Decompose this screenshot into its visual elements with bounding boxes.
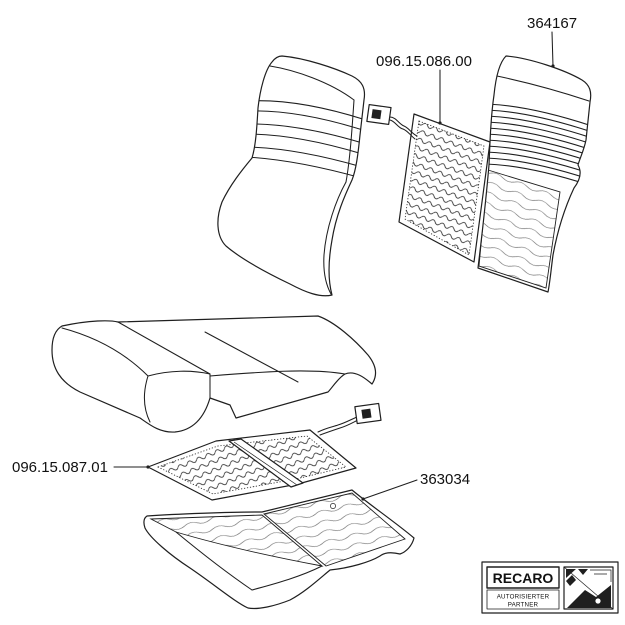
foam-rib [483,121,591,147]
backrest-rib [245,123,365,147]
backrest-bolster-edge [323,181,347,295]
seat-roll-top-edge [117,321,211,375]
part-number-text: 364167 [527,15,577,32]
leader-dot [146,465,150,469]
seat-center-seam [204,331,299,383]
seat-foam-rear-quilt [263,492,406,567]
part-label-backrest-heating-pad: 096.15.086.00 [376,53,472,125]
logo-partner-line1: AUTORISIERTER [497,594,550,601]
logo-brand-box [486,566,560,589]
leader-line [551,31,554,67]
seat-foam-marker [330,503,336,509]
backrest-foam [477,55,592,293]
part-number-text: 363034 [420,471,470,488]
logo-emblem-wheel [594,597,602,605]
backrest-foam-top-edge [496,75,590,102]
part-label-seat-foam: 363034 [361,471,470,501]
logo-partner-line2: PARTNER [508,602,539,609]
connector-wire [317,416,358,433]
connector-wire [319,419,359,436]
connector-plug-socket [371,109,382,120]
logo-brand-text: RECARO [493,570,554,586]
recaro-partner-logo: RECARO AUTORISIERTER PARTNER [481,561,619,614]
seat-heating-pad-slot-line [233,441,298,486]
seat-cover-outline [51,315,377,433]
seat-heating-connector [317,402,382,436]
backrest-cover-outline [217,55,366,297]
connector-wire [389,116,418,137]
backrest-heating-pad-wire-field [404,120,485,256]
seat-heating-pad-wire-field [156,435,347,495]
foam-rib [483,115,591,141]
seat-roll-crease [143,375,151,423]
backrest-front-edge [345,99,355,183]
foam-rib [483,127,591,153]
seat-heating-pad [147,429,357,501]
seat-foam [143,489,415,610]
foam-rib [483,103,591,129]
seat-cushion-cover [51,315,377,433]
part-number-text: 096.15.086.00 [376,53,472,70]
logo-emblem-icon [563,566,614,610]
backrest-heating-pad [398,113,491,263]
backrest-heating-connector [366,103,418,140]
part-label-seat-heating-pad: 096.15.087.01 [12,459,150,476]
leader-dot [361,497,365,501]
seat-roll-end-edge [147,370,211,377]
leader-line [362,479,418,500]
seat-foam-bolster-edge [175,531,253,591]
connector-plug-socket [361,408,372,419]
backrest-cover [217,55,366,297]
seat-rear-edge [209,370,346,377]
part-number-text: 096.15.087.01 [12,459,108,476]
seat-foam-front-edge [251,565,323,591]
leader-dot [438,121,442,125]
backrest-rib [245,110,365,134]
logo-emblem-stroke [590,569,612,582]
leader-dot [551,64,555,68]
logo-partner-box [486,589,560,610]
connector-wire [389,119,416,140]
foam-rib [483,109,591,135]
headrest-top-edge [269,65,355,101]
seat-roll-front-edge [61,327,149,377]
backrest-rib [245,133,365,158]
part-label-backrest-foam: 364167 [527,15,577,68]
logo-emblem-flag [566,569,588,586]
